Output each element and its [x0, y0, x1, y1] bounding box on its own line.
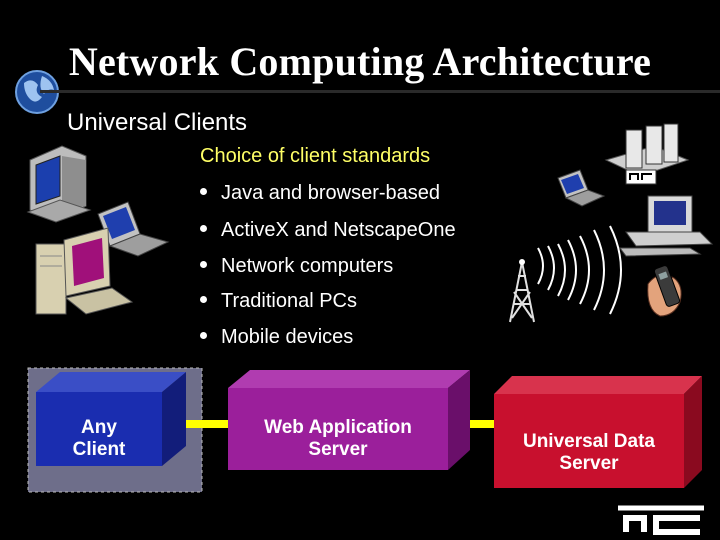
data-block-label: Universal Data Server	[522, 431, 655, 474]
data-block	[494, 376, 702, 488]
mobile-phone-icon	[647, 265, 682, 317]
bullet-item: Traditional PCs	[200, 289, 357, 313]
server-block-label: Web Application Server	[264, 417, 412, 460]
desktop-pc-icon	[26, 145, 92, 223]
workstation-icon	[619, 195, 714, 257]
connector-client-server	[166, 420, 232, 428]
bullet-dot	[200, 188, 207, 196]
client-block-label: Any Client	[72, 417, 126, 460]
bullet-dot	[200, 332, 207, 340]
bullet-text: ActiveX and NetscapeOne	[221, 219, 456, 241]
slide-subtitle: Universal Clients	[67, 109, 248, 136]
bullet-item: Network computers	[200, 254, 393, 278]
connector-server-data	[450, 420, 514, 428]
small-laptop-icon	[557, 169, 606, 207]
bullet-item: Java and browser-based	[200, 181, 440, 205]
client-block	[36, 372, 186, 466]
slide-title: Network Computing Architecture	[68, 39, 652, 84]
bullet-text: Traditional PCs	[221, 290, 357, 312]
server-icon	[604, 123, 690, 185]
bullet-text: Network computers	[221, 255, 394, 277]
antenna-icon	[509, 225, 622, 323]
bullet-text: Java and browser-based	[221, 182, 441, 204]
bullet-dot	[200, 225, 207, 233]
bullet-dot	[200, 261, 207, 269]
choice-heading: Choice of client standards	[200, 145, 431, 167]
logo-icon	[612, 500, 704, 536]
bullet-item: Mobile devices	[200, 325, 353, 349]
server-block	[228, 370, 470, 470]
bullet-dot	[200, 296, 207, 304]
bullet-text: Mobile devices	[221, 326, 354, 348]
title-rule	[40, 90, 720, 93]
bullet-item: ActiveX and NetscapeOne	[200, 218, 456, 242]
tower-pc-icon	[35, 227, 134, 315]
